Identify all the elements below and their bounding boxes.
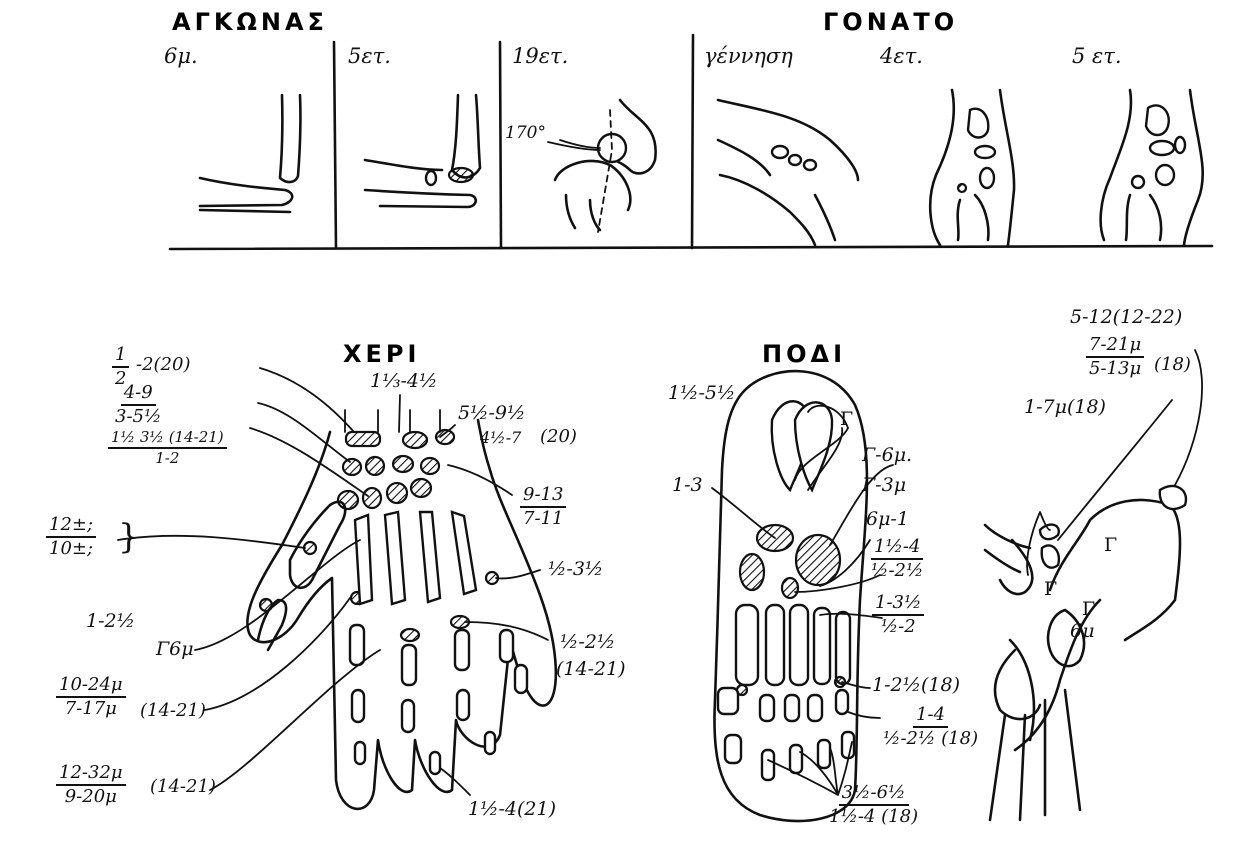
- hand-label-7-suffix: (14-21): [150, 778, 216, 796]
- hand-label-r4b: (14-21): [556, 660, 626, 679]
- hand-label-r1: 5½-9½: [458, 404, 525, 423]
- hand-label-r4: ½-2½: [560, 633, 615, 652]
- lateral-label-6m: 6μ: [1070, 622, 1094, 641]
- knee-4y-sketch: [930, 90, 1014, 245]
- elbow-age-6m: 6μ.: [164, 46, 198, 67]
- lateral-label-1-7m: 1-7μ(18): [1024, 398, 1106, 417]
- lateral-label-gamma-2: Γ: [1044, 580, 1057, 599]
- hand-label-1-suffix: -2(20): [136, 356, 190, 374]
- hand-label-3: 1½ 3½ (14-21)1-2: [108, 430, 227, 467]
- lateral-label-frac-suffix: (18): [1154, 356, 1191, 374]
- foot-label-g6m: Γ-6μ.: [862, 446, 912, 465]
- knee-5y-sketch: [1101, 90, 1203, 245]
- lateral-label-top: 5-12(12-22): [1070, 308, 1182, 327]
- elbow-age-5y: 5ετ.: [348, 46, 391, 67]
- elbow-6m-sketch: [200, 95, 300, 212]
- foot-diagram: [712, 371, 893, 821]
- knee-newborn-sketch: [718, 100, 858, 245]
- hand-label-5: 1-2½: [86, 612, 135, 631]
- hand-label-r1b: 4½-7: [480, 430, 521, 446]
- hand-label-r3: ½-3½: [548, 560, 603, 579]
- elbow-age-19y: 19ετ.: [512, 46, 568, 67]
- knee-age-5y: 5 ετ.: [1072, 46, 1122, 67]
- foot-label-gamma: Γ: [840, 410, 853, 429]
- lateral-foot-diagram: [985, 350, 1202, 820]
- hand-label-4: 12±;10±;: [46, 516, 96, 559]
- hand-title: ΧΕΡΙ: [343, 342, 420, 366]
- hand-label-r1-suffix: (20): [540, 428, 577, 446]
- elbow-19y-sketch: [555, 100, 656, 232]
- foot-label-top-left: 1½-5½: [668, 384, 735, 403]
- foot-label-c: 1-2½(18): [872, 676, 960, 695]
- hand-label-bottom: 1½-4(21): [468, 800, 556, 819]
- hand-label-top-center: 1⅓-4½: [370, 372, 437, 391]
- hand-label-6-suffix: (14-21): [140, 702, 206, 720]
- foot-label-1-3: 1-3: [672, 476, 703, 495]
- foot-label-g3m: Γ-3μ: [862, 476, 906, 495]
- lateral-label-gamma-1: Γ: [1104, 536, 1117, 555]
- lateral-label-gamma-3: Γ: [1082, 600, 1095, 619]
- top-row-panel: [170, 35, 1212, 249]
- foot-label-6m1: 6μ-1: [866, 510, 909, 529]
- knee-age-4y: 4ετ.: [880, 46, 923, 67]
- angle-label: 170°: [505, 125, 546, 142]
- elbow-title: ΑΓΚΩΝΑΣ: [172, 10, 328, 34]
- elbow-5y-sketch: [365, 95, 480, 207]
- foot-title: ΠΟΔΙ: [762, 342, 846, 366]
- hand-label-5b: Γ6μ: [156, 640, 194, 659]
- knee-age-newborn: γέννηση: [704, 46, 793, 67]
- knee-title: ΓΟΝΑΤΟ: [823, 10, 958, 34]
- hand-label-4-brace: }: [118, 520, 140, 554]
